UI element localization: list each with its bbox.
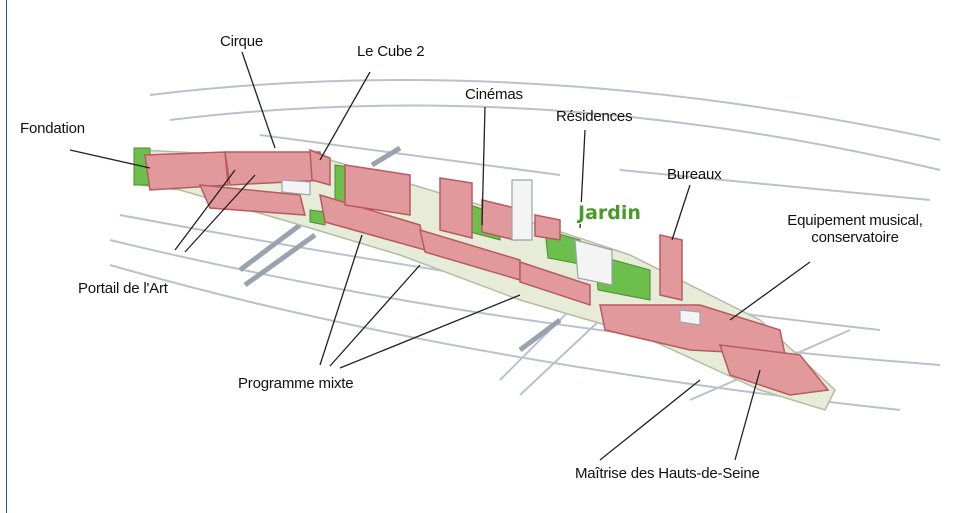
label-programme-mixte: Programme mixte bbox=[238, 375, 354, 392]
leader-lines bbox=[69, 51, 811, 461]
label-equipement-line2: conservatoire bbox=[811, 229, 899, 246]
label-le-cube-2: Le Cube 2 bbox=[357, 43, 425, 60]
bridges bbox=[238, 145, 562, 352]
label-equipement-musical: Equipement musical, conservatoire bbox=[775, 212, 935, 246]
label-equipement-line1: Equipement musical, bbox=[787, 212, 923, 229]
label-fondation: Fondation bbox=[20, 120, 85, 137]
label-maitrise-hauts-de-seine: Maîtrise des Hauts-de-Seine bbox=[575, 465, 760, 482]
label-cirque: Cirque bbox=[220, 33, 263, 50]
label-jardin: Jardin bbox=[575, 202, 644, 224]
frame-border bbox=[6, 0, 7, 513]
label-portail-de-l-art: Portail de l'Art bbox=[78, 280, 168, 297]
label-bureaux: Bureaux bbox=[667, 166, 722, 183]
label-cinemas: Cinémas bbox=[465, 86, 523, 103]
background-map-lines bbox=[109, 79, 941, 411]
label-residences: Résidences bbox=[556, 108, 633, 125]
white-volumes bbox=[281, 179, 701, 326]
